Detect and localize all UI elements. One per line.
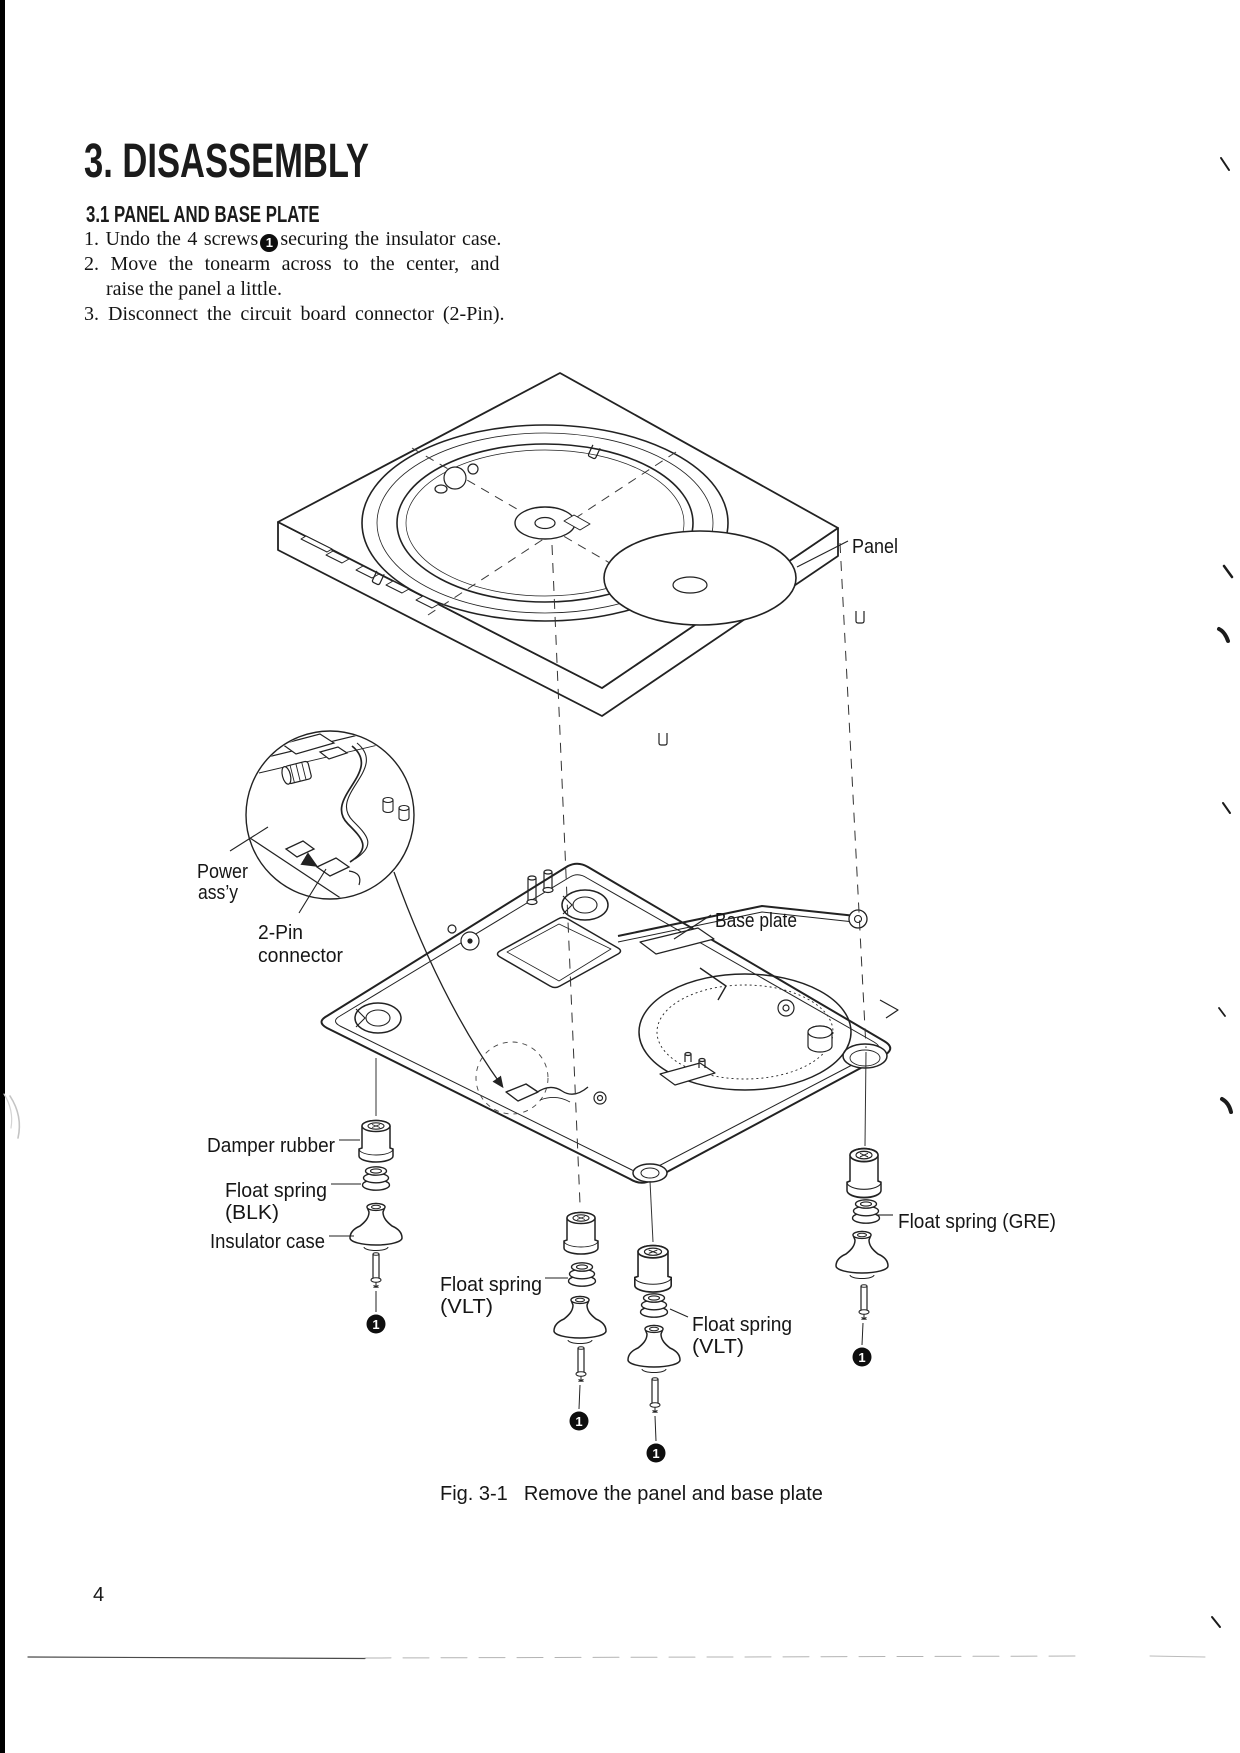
page-number: 4	[93, 1584, 105, 1606]
scan-gutter-bar	[0, 0, 5, 1753]
svg-text:1: 1	[372, 1317, 379, 1332]
figure-caption-number: Fig. 3-1	[440, 1483, 508, 1505]
insulator-stack-right: 1	[835, 1147, 889, 1367]
spindle	[514, 506, 591, 540]
platter-ring	[361, 424, 729, 622]
screw-number-badge: 1	[852, 1347, 872, 1367]
lead-wires	[340, 742, 369, 863]
callout-arrow-to-plate	[393, 871, 504, 1089]
base-plate-drawing	[320, 862, 899, 1184]
screw-part	[858, 1284, 870, 1321]
label-float-spring-blk-line2: (BLK)	[225, 1202, 279, 1224]
brake-ring	[638, 973, 852, 1091]
label-base-plate: Base plate	[715, 910, 797, 932]
insulator-stack-mid-right: 1	[627, 1244, 681, 1463]
damper-rubber-part	[358, 1119, 394, 1163]
float-spring-vlt-part	[639, 1293, 669, 1318]
insulator-stack-left: 1	[349, 1119, 403, 1334]
insulator-case-part	[553, 1295, 607, 1345]
scan-artifacts	[3, 157, 1234, 1660]
svg-text:1: 1	[575, 1414, 582, 1429]
insulator-case-part	[627, 1324, 681, 1374]
detail-callout	[245, 730, 504, 1089]
leader-panel	[796, 540, 849, 568]
label-float-spring-gre: Float spring (GRE)	[898, 1211, 1056, 1233]
label-power-assy-line1: Power	[197, 861, 248, 883]
insulator-case-part	[835, 1230, 889, 1280]
step-3: 3. Disconnect the circuit board connecto…	[84, 303, 505, 325]
guide-pins	[526, 869, 554, 906]
leader-float-spring-vlt2	[669, 1308, 689, 1318]
board-connector-on-plate	[475, 1041, 589, 1115]
screw-callout-badge: 1	[260, 234, 279, 252]
figure-caption: Fig. 3-1 Remove the panel and base plate	[440, 1483, 823, 1506]
screw-part	[649, 1377, 661, 1414]
screw-number-badge: 1	[366, 1314, 386, 1334]
label-float-spring-vlt1-line1: Float spring	[440, 1274, 542, 1296]
badge-leader	[578, 1384, 581, 1410]
foot-recess-top	[561, 889, 609, 921]
leader-base-plate	[673, 914, 712, 940]
front-control-buttons	[300, 535, 440, 609]
label-2pin-line1: 2-Pin	[258, 922, 303, 944]
insulator-case-part	[349, 1202, 403, 1252]
label-2pin-line2: connector	[258, 945, 343, 967]
square-hole	[496, 916, 622, 989]
damper-rubber-part	[846, 1147, 882, 1199]
leader-2pin-connector	[298, 868, 327, 914]
screw-part	[575, 1346, 587, 1383]
damper-rubber-part	[633, 1244, 673, 1293]
panel-side-connector	[284, 840, 316, 858]
knurled-plug	[281, 760, 312, 785]
label-float-spring-vlt2-line1: Float spring	[692, 1314, 792, 1336]
pcb-block	[659, 1051, 716, 1086]
screw-number-badge: 1	[646, 1443, 666, 1463]
label-float-spring-vlt2-line2: (VLT)	[692, 1336, 744, 1358]
label-float-spring-vlt1-line2: (VLT)	[440, 1296, 493, 1318]
foot-recess-left	[354, 1002, 402, 1034]
float-spring-gre-part	[851, 1199, 881, 1224]
label-power-assy-line2: ass’y	[198, 882, 238, 904]
badge-leader	[654, 1415, 657, 1442]
insulator-stack-mid-left: 1	[553, 1211, 607, 1431]
svg-text:1: 1	[858, 1350, 865, 1365]
figure-labels: Panel Power ass’y 2-Pin connector Base p…	[197, 536, 1056, 1358]
label-leaders	[229, 540, 893, 1318]
cylinder-posts	[382, 796, 410, 822]
panel-drawing	[277, 372, 865, 746]
foot-hole-right	[842, 1043, 888, 1069]
float-spring-blk-part	[361, 1166, 391, 1191]
float-spring-vlt-part	[567, 1262, 597, 1287]
label-float-spring-blk-line1: Float spring	[225, 1180, 327, 1202]
label-insulator-case: Insulator case	[210, 1231, 325, 1253]
section-heading: 3.1 PANEL AND BASE PLATE	[86, 201, 320, 227]
hinge-bracket-marks	[371, 444, 865, 746]
foot-hole-bottom	[632, 1163, 668, 1183]
screw-number-badge: 1	[569, 1411, 589, 1431]
svg-text:1: 1	[652, 1446, 659, 1461]
label-panel: Panel	[852, 536, 898, 558]
damper-rubber-part	[563, 1211, 599, 1255]
mating-arrow	[300, 852, 319, 867]
screw-part	[370, 1252, 382, 1289]
badge-leader	[861, 1322, 864, 1346]
step-2-line-2: raise the panel a little.	[106, 278, 283, 300]
tonearm-transport-assembly	[617, 905, 899, 1019]
tonearm-rest-pad	[672, 576, 708, 594]
figure-caption-text: Remove the panel and base plate	[523, 1483, 823, 1505]
alignment-axes	[375, 542, 867, 1243]
motor-boss	[777, 999, 833, 1053]
label-damper-rubber: Damper rubber	[207, 1135, 335, 1157]
power-assembly-block	[280, 733, 349, 760]
step-2-line-1: 2. Move the tonearm across to the center…	[84, 253, 500, 275]
small-holes	[447, 924, 607, 1105]
leader-power-assy	[229, 826, 269, 852]
page-title: 3. DISASSEMBLY	[84, 135, 369, 188]
speed-change-pulley	[434, 463, 479, 494]
